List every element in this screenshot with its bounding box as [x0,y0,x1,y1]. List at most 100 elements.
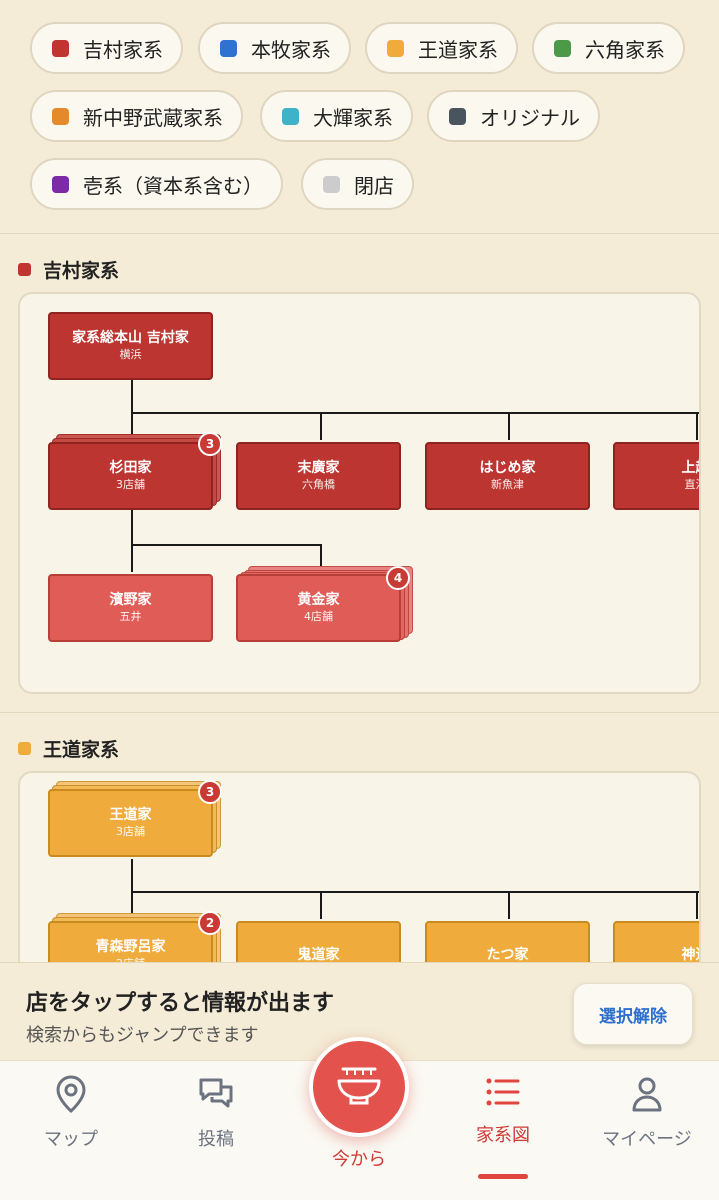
tab-family-tree[interactable]: 家系図 [448,1075,558,1147]
color-swatch [52,39,69,57]
section-color-marker [18,742,31,755]
shop-node[interactable]: はじめ家 新魚津 [425,442,590,510]
tab-label: マイページ [602,1129,692,1150]
shop-name: 青森野呂家 [95,939,166,955]
shop-node[interactable]: 家系総本山 吉村家 横浜 [48,312,213,380]
shop-location: 五井 [119,610,142,623]
legend-chip-closed[interactable]: 閉店 [301,158,414,210]
shop-node[interactable]: 黄金家 4店舗 [236,574,401,642]
legend-label: 新中野武蔵家系 [83,105,223,130]
legend-label: 吉村家系 [83,37,163,62]
family-tree-panel-yoshimura[interactable]: 家系総本山 吉村家 横浜 杉田家 3店舗 3 末廣家 六角橋 はじめ家 新魚津 … [18,292,701,694]
shop-node[interactable]: 末廣家 六角橋 [236,442,401,510]
user-icon [630,1075,664,1117]
shop-name: 杉田家 [109,460,152,476]
shop-node[interactable]: 濱野家 五井 [48,574,213,642]
legend-label: 大輝家系 [313,105,393,130]
tree-connector [131,859,133,919]
section-title-odo: 王道家系 [18,735,119,762]
shop-node[interactable]: 杉田家 3店舗 [48,442,213,510]
legend: 吉村家系 本牧家系 王道家系 六角家系 新中野武蔵家系 大輝家系 オリジナル 壱… [0,0,719,234]
shop-count-badge: 4 [386,566,410,590]
shop-location: 六角橋 [302,478,335,491]
tree-connector [131,544,321,546]
shop-name: 濱野家 [109,592,152,608]
tree-connector [696,412,698,440]
legend-chip-shinnakano[interactable]: 新中野武蔵家系 [30,90,243,142]
info-bar: 店をタップすると情報が出ます 検索からもジャンプできます 選択解除 [0,962,719,1060]
section-title-text: 吉村家系 [43,260,120,282]
legend-chip-original[interactable]: オリジナル [427,90,600,142]
tree-connector [508,412,510,440]
shop-count-badge: 2 [198,911,222,935]
list-icon [484,1075,522,1113]
shop-location: 3店舗 [116,825,145,838]
tab-label: 家系図 [476,1125,530,1146]
tab-post[interactable]: 投稿 [161,1075,271,1151]
info-title: 店をタップすると情報が出ます [26,991,335,1016]
tree-connector [131,412,699,414]
shop-location: 4店舗 [304,610,333,623]
tree-connector [320,412,322,440]
shop-count-badge: 3 [198,432,222,456]
legend-label: 閉店 [354,173,394,198]
color-swatch [554,39,571,57]
color-swatch [52,175,69,193]
color-swatch [387,39,404,57]
color-swatch [220,39,237,57]
bottom-tab-bar: マップ 投稿 今から 家系図 マイページ [0,1037,719,1200]
shop-location: 新魚津 [491,478,524,491]
legend-chip-daiki[interactable]: 大輝家系 [260,90,413,142]
shop-name: たつ家 [486,947,529,963]
legend-chip-odo[interactable]: 王道家系 [365,22,518,74]
tree-connector [696,891,698,919]
clear-selection-button[interactable]: 選択解除 [573,983,693,1045]
shop-node[interactable]: 上越 直江 [613,442,700,510]
section-divider [0,712,719,713]
tab-map[interactable]: マップ [16,1075,126,1151]
shop-name: 神道 [681,947,700,963]
shop-location: 横浜 [119,348,142,361]
now-open-button[interactable] [309,1037,409,1137]
color-swatch [323,175,340,193]
legend-chip-yoshimura[interactable]: 吉村家系 [30,22,183,74]
active-tab-indicator [478,1174,528,1179]
legend-chip-ichi[interactable]: 壱系（資本系含む） [30,158,283,210]
shop-count-badge: 3 [198,780,222,804]
shop-node[interactable]: 王道家 3店舗 [48,789,213,857]
tab-mypage[interactable]: マイページ [592,1075,702,1151]
shop-name: 家系総本山 吉村家 [72,330,189,346]
tab-label: 投稿 [198,1129,234,1150]
tree-connector [508,891,510,919]
color-swatch [449,107,466,125]
legend-label: 本牧家系 [251,37,331,62]
legend-chip-rokkaku[interactable]: 六角家系 [532,22,685,74]
shop-name: 末廣家 [297,460,340,476]
tree-connector [320,544,322,572]
tab-label: マップ [44,1129,98,1150]
now-open-label: 今から [332,1149,386,1170]
shop-name: 黄金家 [297,592,340,608]
shop-name: 上越 [681,460,700,476]
tree-connector [320,891,322,919]
shop-location: 直江 [684,478,700,491]
color-swatch [282,107,299,125]
shop-name: はじめ家 [479,460,536,476]
legend-chip-honmoku[interactable]: 本牧家系 [198,22,351,74]
section-title-yoshimura: 吉村家系 [18,256,119,283]
legend-label: 王道家系 [418,37,498,62]
section-color-marker [18,263,31,276]
chat-bubbles-icon [197,1075,235,1117]
tree-connector [131,380,133,440]
shop-name: 鬼道家 [297,947,340,963]
color-swatch [52,107,69,125]
legend-label: 六角家系 [585,37,665,62]
shop-location: 3店舗 [116,478,145,491]
ramen-bowl-icon [335,1063,383,1111]
section-title-text: 王道家系 [43,739,120,761]
tree-connector [131,891,699,893]
legend-label: 壱系（資本系含む） [83,173,263,198]
legend-label: オリジナル [480,105,580,130]
info-subtitle: 検索からもジャンプできます [26,1025,259,1046]
shop-name: 王道家 [109,807,152,823]
